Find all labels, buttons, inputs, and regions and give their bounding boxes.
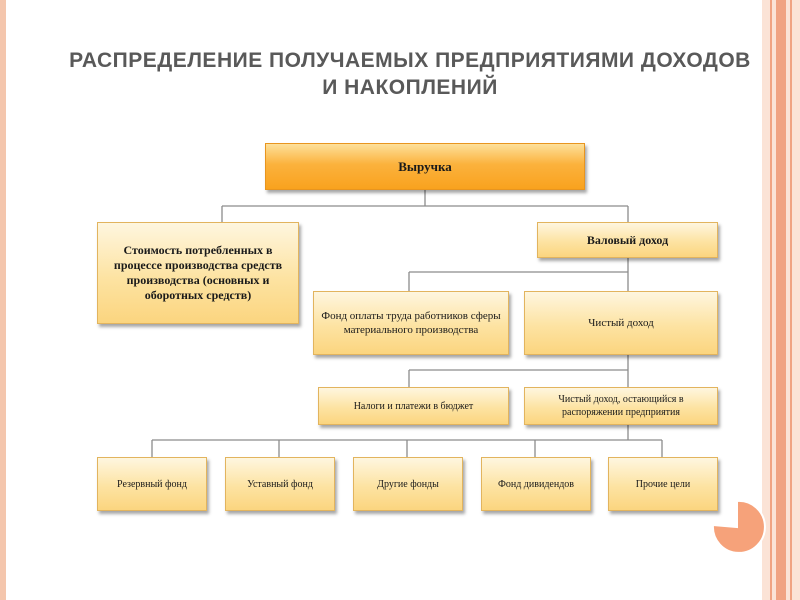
page-title: РАСПРЕДЕЛЕНИЕ ПОЛУЧАЕМЫХ ПРЕДПРИЯТИЯМИ Д… (69, 49, 751, 99)
node-charter-fund: Уставный фонд (225, 457, 335, 511)
right-frame-line-1 (770, 0, 772, 600)
node-taxes: Налоги и платежи в бюджет (318, 387, 509, 425)
node-revenue: Выручка (265, 143, 585, 190)
node-other-purposes: Прочие цели (608, 457, 718, 511)
left-frame-stripe (0, 0, 6, 600)
node-gross-income: Валовый доход (537, 222, 718, 258)
node-other-funds: Другие фонды (353, 457, 463, 511)
node-consumed-cost: Стоимость потребленных в процессе произв… (97, 222, 299, 324)
node-dividend-fund: Фонд дивидендов (481, 457, 591, 511)
node-reserve-fund: Резервный фонд (97, 457, 207, 511)
node-wage-fund: Фонд оплаты труда работников сферы матер… (313, 291, 509, 355)
right-frame-line-2 (776, 0, 786, 600)
node-net-income: Чистый доход (524, 291, 718, 355)
node-net-income-remaining: Чистый доход, остающийся в распоряжении … (524, 387, 718, 425)
right-frame-line-3 (790, 0, 792, 600)
pie-decoration-icon (712, 500, 766, 554)
